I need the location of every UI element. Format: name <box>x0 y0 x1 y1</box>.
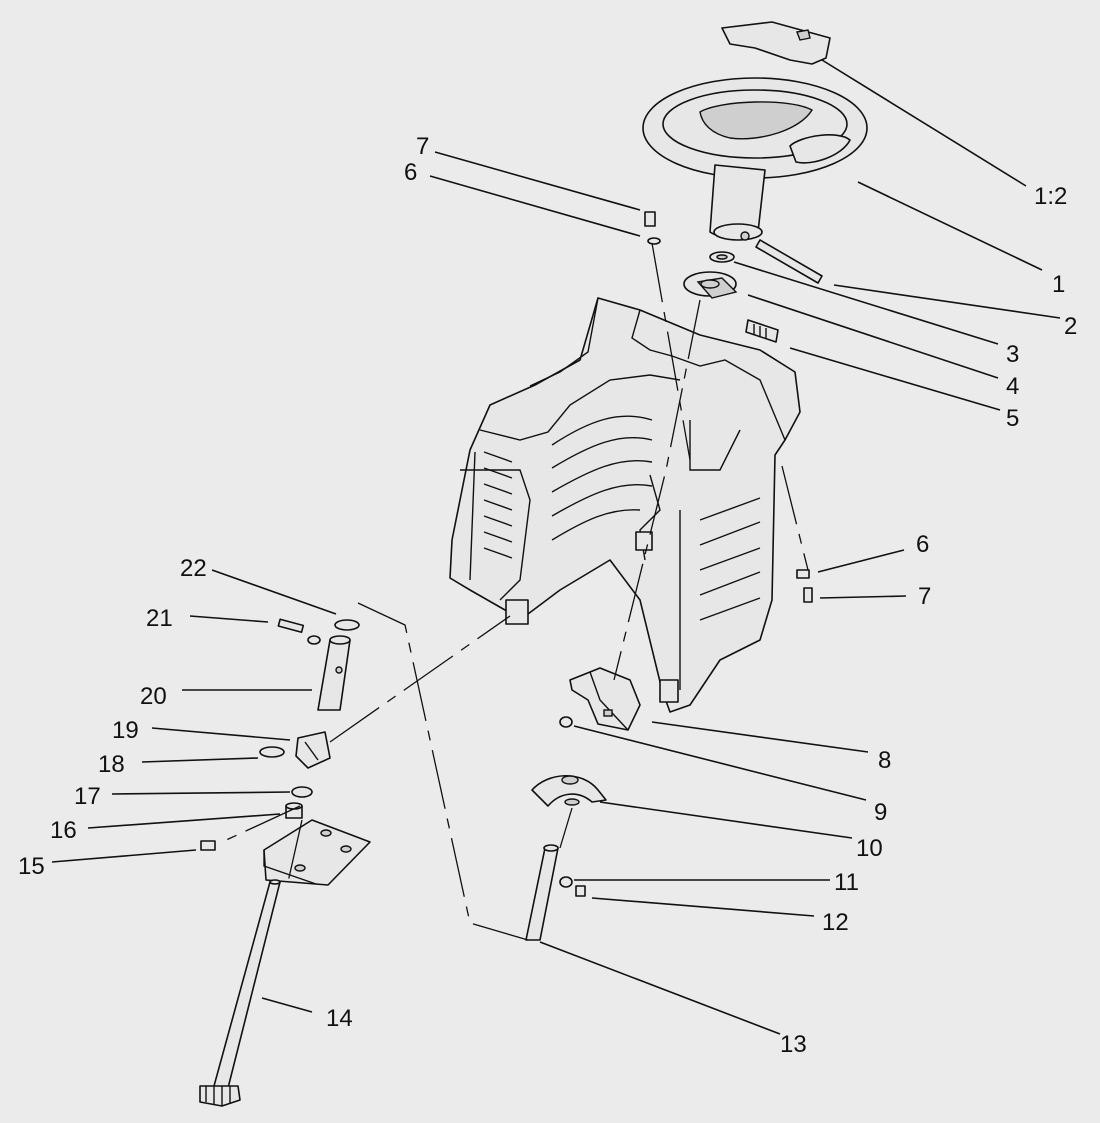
callout-10: 10 <box>856 835 883 862</box>
steering-mount-plate-part <box>263 819 371 886</box>
lower-steering-shaft-part <box>199 879 281 1107</box>
callout-22: 22 <box>180 555 207 582</box>
callout-12: 12 <box>822 909 849 936</box>
steering-collar-part <box>277 618 360 711</box>
side-screw-part <box>796 569 813 603</box>
callout-11: 11 <box>834 869 859 896</box>
callout-2: 2 <box>1064 313 1077 340</box>
steering-bushing-part <box>683 271 738 299</box>
emblem-cap-part <box>721 21 831 65</box>
dash-console-housing <box>449 297 801 713</box>
assembly-centerlines <box>221 242 809 941</box>
clip-part <box>745 319 779 343</box>
callout-21: 21 <box>146 605 173 632</box>
callout-16: 16 <box>50 817 77 844</box>
callout-17: 17 <box>74 783 101 810</box>
callout-18: 18 <box>98 751 125 778</box>
callout-labels: 1:2 1 2 3 4 5 6 7 6 7 8 9 10 11 12 13 14… <box>18 133 1077 1058</box>
upper-steering-shaft-part <box>525 844 586 941</box>
callout-1-2: 1:2 <box>1034 183 1067 210</box>
washer-part <box>709 251 735 263</box>
callout-14: 14 <box>326 1005 353 1032</box>
callout-9: 9 <box>874 799 887 826</box>
steering-pivot-part <box>200 731 331 851</box>
callout-6-side: 6 <box>916 531 929 558</box>
leader-lines <box>51 59 1061 1035</box>
callout-1: 1 <box>1052 271 1065 298</box>
callout-4: 4 <box>1006 373 1019 400</box>
column-cover-part <box>531 774 607 807</box>
callout-6-upper: 6 <box>404 159 417 186</box>
callout-15: 15 <box>18 853 45 880</box>
roll-pin-part <box>755 239 823 284</box>
callout-7-upper: 7 <box>416 133 429 160</box>
callout-19: 19 <box>112 717 139 744</box>
callout-5: 5 <box>1006 405 1019 432</box>
callout-13: 13 <box>780 1031 807 1058</box>
column-bracket-part <box>559 667 641 731</box>
upper-screw-part <box>644 211 661 245</box>
callout-20: 20 <box>140 683 167 710</box>
callout-3: 3 <box>1006 341 1019 368</box>
callout-7-side: 7 <box>918 583 931 610</box>
callout-8: 8 <box>878 747 891 774</box>
steering-wheel-part <box>642 77 868 241</box>
